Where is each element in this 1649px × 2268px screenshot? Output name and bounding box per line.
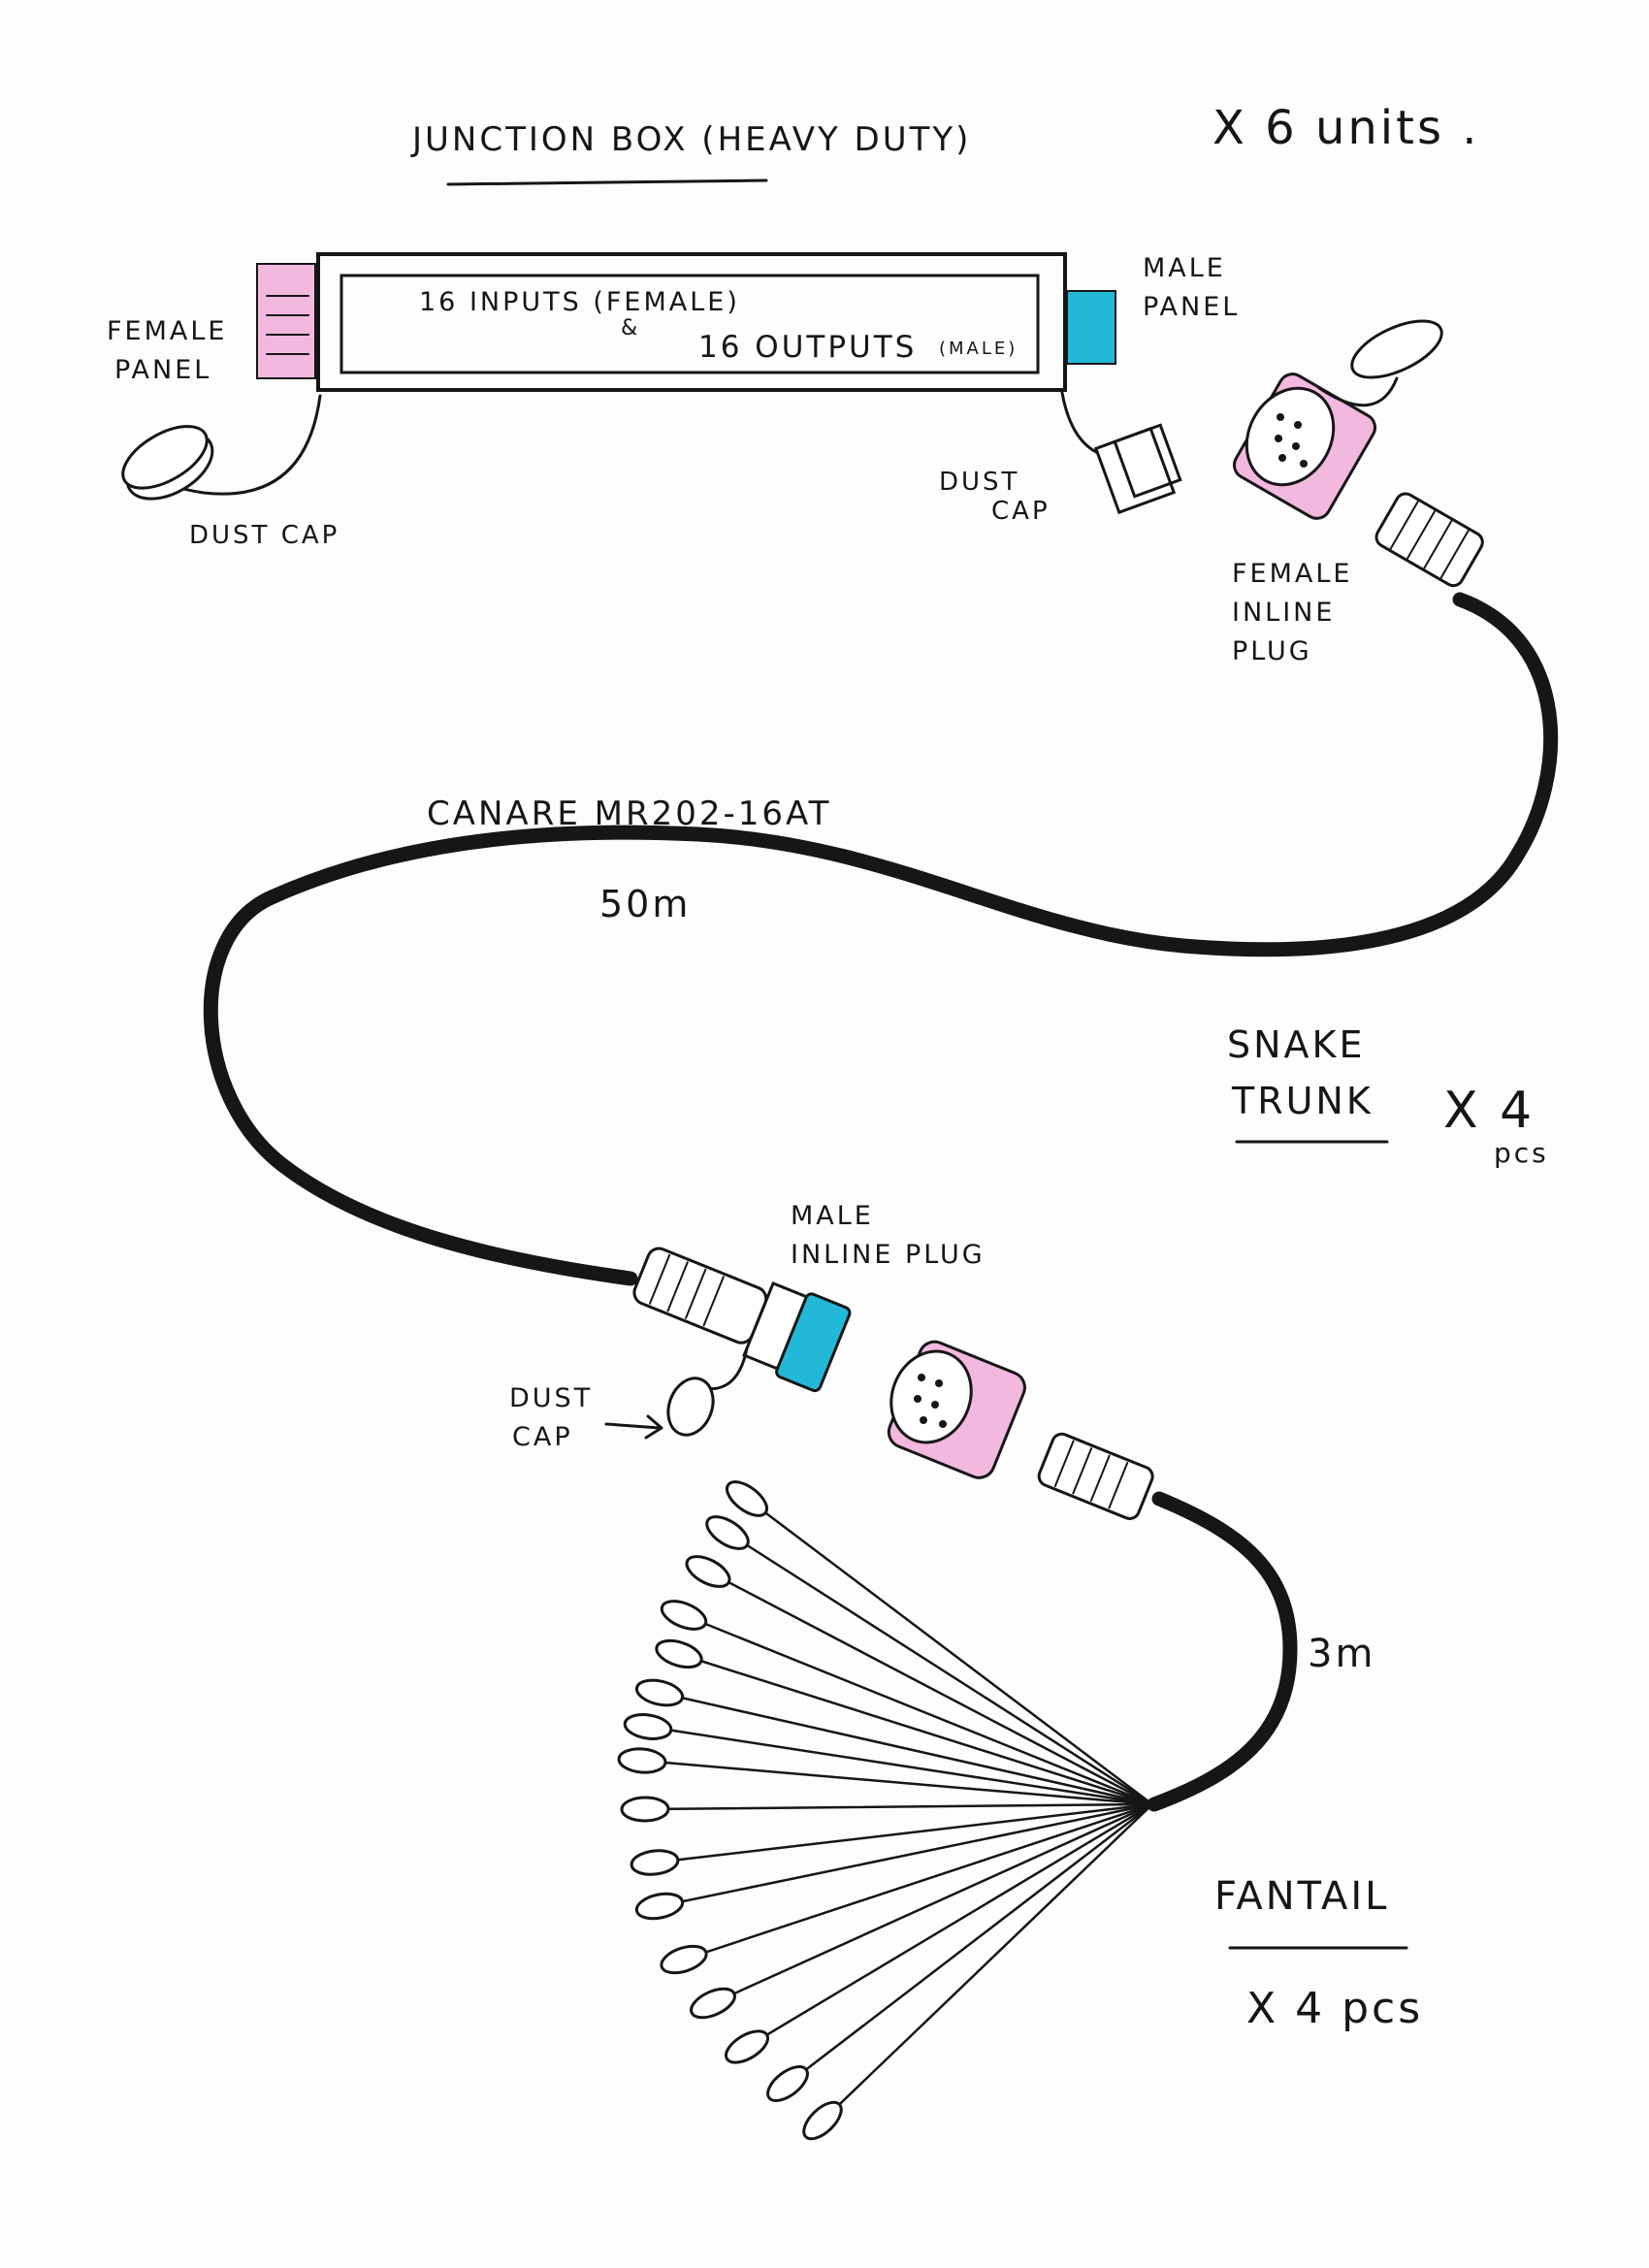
junction-box-inner bbox=[340, 274, 1040, 374]
fantail-wire bbox=[745, 1802, 1154, 2049]
snake-label-line1: SNAKE bbox=[1227, 1023, 1365, 1066]
male-dust-cap-label-line1: DUST bbox=[509, 1383, 593, 1413]
fantail-wire bbox=[786, 1802, 1154, 2086]
junction-box-outer bbox=[316, 252, 1067, 392]
snake-label-line2: TRUNK bbox=[1231, 1080, 1374, 1122]
fantail-wire bbox=[711, 1802, 1154, 2005]
fantail-tip-connector bbox=[660, 1944, 708, 1975]
fantail-wires bbox=[640, 1497, 1154, 2122]
fantail-tip-connector bbox=[620, 1796, 670, 1823]
male-plug-dust-cap bbox=[666, 1377, 715, 1437]
fantail-tip-connector bbox=[726, 1480, 768, 1517]
fantail-plug-face bbox=[889, 1349, 973, 1444]
female-plug-label-line3: PLUG bbox=[1232, 636, 1312, 666]
female-plug-label-line1: FEMALE bbox=[1232, 559, 1352, 589]
dust-cap-arrow bbox=[604, 1414, 663, 1440]
male-panel-label-line2: PANEL bbox=[1143, 292, 1240, 322]
female-panel-label-line2: PANEL bbox=[114, 355, 211, 385]
fantail-tip-connector bbox=[634, 1678, 685, 1707]
title-quantity: X 6 units . bbox=[1212, 101, 1479, 155]
male-dust-cap-label-line2: CAP bbox=[512, 1422, 573, 1452]
dust-cap-right-label-line2: CAP bbox=[991, 497, 1051, 526]
cable-model-label: CANARE MR202-16AT bbox=[427, 794, 831, 833]
box-inputs-text: 16 INPUTS (FEMALE) bbox=[419, 287, 740, 317]
fantail-tip-connector bbox=[690, 1987, 736, 2020]
fantail-wire bbox=[646, 1725, 1154, 1806]
fantail-wire bbox=[658, 1691, 1154, 1806]
fantail-length-label: 3m bbox=[1308, 1632, 1375, 1676]
fantail-tip-connector bbox=[630, 1849, 680, 1876]
male-inline-plug bbox=[632, 1247, 852, 1437]
fantail-wire bbox=[726, 1531, 1154, 1806]
box-amp-text: & bbox=[621, 316, 640, 340]
dust-cap-left bbox=[121, 394, 322, 501]
fantail-tip-connector bbox=[655, 1638, 703, 1669]
fantail-tip-connector bbox=[725, 2029, 769, 2064]
fantail-wire bbox=[658, 1802, 1154, 1908]
female-plug-dust-cap bbox=[1350, 319, 1443, 379]
fantail-plug-pins bbox=[914, 1374, 947, 1428]
snake-trunk-cable bbox=[203, 592, 1559, 1286]
male-plug-label-line2: INLINE PLUG bbox=[791, 1240, 986, 1270]
fantail-plug bbox=[887, 1340, 1154, 1520]
male-panel-label-line1: MALE bbox=[1143, 253, 1226, 283]
fantail-tip-connector bbox=[634, 1892, 685, 1921]
fantail-tip-connector bbox=[617, 1747, 667, 1774]
fantail-quantity: X 4 pcs bbox=[1246, 1984, 1423, 2033]
cable-length-label: 50m bbox=[599, 883, 691, 925]
dust-cap-right bbox=[1060, 391, 1182, 515]
female-inline-plug bbox=[1232, 319, 1484, 588]
male-plug-label-line1: MALE bbox=[791, 1201, 874, 1231]
fantail-cable bbox=[1147, 1491, 1298, 1812]
fantail-tip-connector bbox=[660, 1600, 708, 1631]
title-text: JUNCTION BOX (HEAVY DUTY) bbox=[410, 120, 971, 159]
fantail-tips bbox=[617, 1480, 843, 2141]
fantail-wire bbox=[640, 1759, 1154, 1806]
female-panel-label-line1: FEMALE bbox=[107, 316, 227, 346]
junction-box: 16 INPUTS (FEMALE) & 16 OUTPUTS (MALE) bbox=[256, 252, 1116, 392]
female-plug-pins bbox=[1275, 413, 1308, 468]
male-panel-connector bbox=[1066, 290, 1116, 365]
fantail-wire bbox=[745, 1497, 1154, 1806]
female-panel-connector bbox=[256, 263, 316, 379]
fantail-wire bbox=[643, 1802, 1154, 1811]
fantail-tip-connector bbox=[623, 1713, 673, 1740]
dust-cap-right-label-line1: DUST bbox=[939, 468, 1019, 497]
male-plug-boot bbox=[632, 1247, 768, 1345]
female-plug-face bbox=[1245, 386, 1336, 487]
fantail-wire bbox=[682, 1613, 1154, 1806]
female-panel-lines bbox=[266, 295, 309, 355]
fantail-wire bbox=[821, 1802, 1154, 2122]
fantail-wire bbox=[706, 1570, 1154, 1806]
box-outputs-note: (MALE) bbox=[939, 339, 1018, 359]
box-outputs-text: 16 OUTPUTS bbox=[698, 330, 917, 365]
dust-cap-left-label: DUST CAP bbox=[189, 521, 340, 550]
fantail-wire bbox=[677, 1652, 1154, 1806]
fantail-tip-connector bbox=[802, 2100, 843, 2141]
title-underline bbox=[446, 178, 768, 186]
fantail-tip-connector bbox=[705, 1515, 750, 1550]
fantail-wire bbox=[682, 1802, 1154, 1961]
fantail-tip-connector bbox=[685, 1555, 731, 1588]
male-plug-shell bbox=[775, 1292, 852, 1393]
female-plug-label-line2: INLINE bbox=[1232, 598, 1335, 628]
snake-unit: pcs bbox=[1494, 1137, 1549, 1169]
fantail-wire bbox=[653, 1802, 1154, 1864]
snake-quantity: X 4 bbox=[1443, 1082, 1535, 1140]
fantail-tip-connector bbox=[766, 2065, 809, 2102]
fantail-label: FANTAIL bbox=[1214, 1874, 1389, 1919]
